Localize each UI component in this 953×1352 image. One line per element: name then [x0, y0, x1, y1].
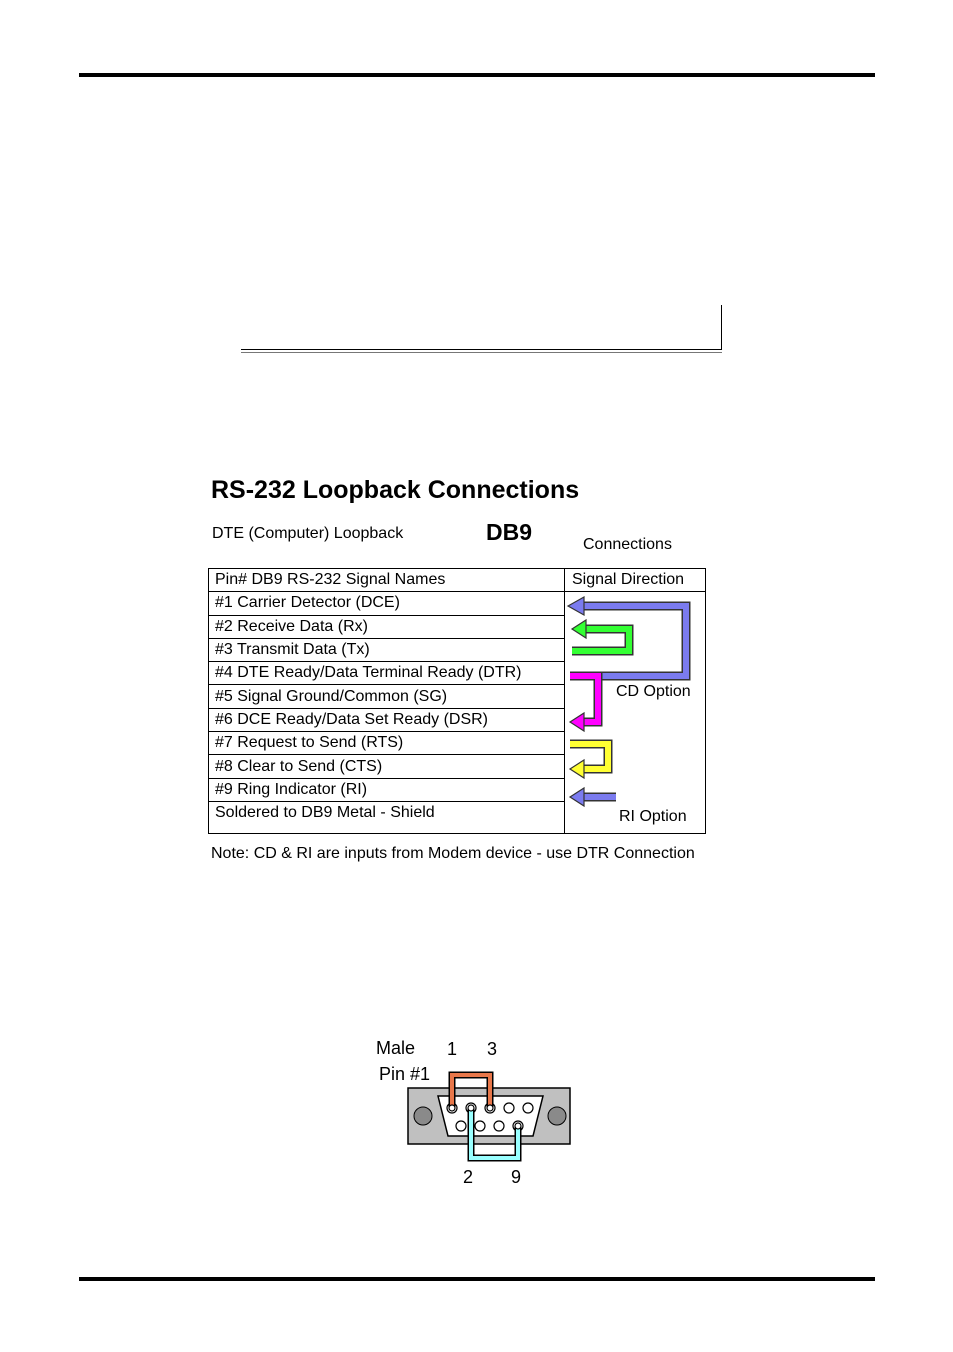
- pin-number-9: 9: [511, 1167, 522, 1187]
- pin-row-6: #6 DCE Ready/Data Set Ready (DSR): [208, 707, 565, 733]
- pin-number-3: 3: [487, 1039, 498, 1059]
- rx-tx-loop-arrow: [570, 618, 634, 656]
- connections-label: Connections: [583, 536, 672, 553]
- table-row: Soldered to DB9 Metal - Shield: [208, 800, 706, 834]
- cd-loop-arrow: [566, 595, 691, 681]
- table-row: #6 DCE Ready/Data Set Ready (DSR): [208, 707, 706, 733]
- pin-number-2: 2: [463, 1167, 474, 1187]
- table-header-row: Pin# DB9 RS-232 Signal Names Signal Dire…: [208, 567, 706, 593]
- pin-row-2: #2 Receive Data (Rx): [208, 614, 565, 639]
- note-text: Note: CD & RI are inputs from Modem devi…: [211, 845, 695, 862]
- ri-arrow: [568, 786, 616, 808]
- male-label: Male: [376, 1038, 416, 1058]
- top-rule: [79, 73, 875, 77]
- bottom-rule: [79, 1277, 875, 1281]
- table-row: #3 Transmit Data (Tx): [208, 637, 706, 663]
- header-pin-names: Pin# DB9 RS-232 Signal Names: [208, 567, 565, 593]
- ri-option-label: RI Option: [619, 808, 687, 825]
- pin-row-9: #9 Ring Indicator (RI): [208, 777, 565, 802]
- signal-direction-arrows: [566, 595, 691, 808]
- pin-row-7: #7 Request to Send (RTS): [208, 731, 565, 756]
- db9-male-connector: [407, 1071, 571, 1162]
- table-row: #7 Request to Send (RTS): [208, 731, 706, 756]
- shield-row: Soldered to DB9 Metal - Shield: [208, 800, 565, 834]
- table-row: #8 Clear to Send (CTS): [208, 754, 706, 779]
- mounting-hole-left: [413, 1106, 433, 1126]
- cd-option-label: CD Option: [616, 683, 691, 700]
- rts-cts-loop-arrow: [568, 739, 613, 780]
- table-row: #4 DTE Ready/Data Terminal Ready (DTR): [208, 661, 706, 686]
- jumper-1-3: [450, 1073, 492, 1108]
- pin-table: Pin# DB9 RS-232 Signal Names Signal Dire…: [208, 567, 706, 834]
- jumper-2-9: [469, 1108, 520, 1160]
- dte-loopback-label: DTE (Computer) Loopback: [212, 525, 404, 542]
- pin-row-3: #3 Transmit Data (Tx): [208, 637, 565, 663]
- mounting-hole-right: [547, 1106, 567, 1126]
- header-signal-direction: Signal Direction: [564, 567, 706, 593]
- db9-label: DB9: [486, 519, 533, 545]
- pin-row-5: #5 Signal Ground/Common (SG): [208, 684, 565, 709]
- pin-row-8: #8 Clear to Send (CTS): [208, 754, 565, 779]
- table-row: #9 Ring Indicator (RI): [208, 777, 706, 802]
- diagram-title: RS-232 Loopback Connections: [211, 476, 580, 504]
- pin-row-1: #1 Carrier Detector (DCE): [208, 591, 565, 616]
- pin-row-4: #4 DTE Ready/Data Terminal Ready (DTR): [208, 661, 565, 686]
- dtr-dsr-loop-arrow: [568, 671, 603, 733]
- pin1-label: Pin #1: [379, 1064, 431, 1084]
- pin-number-1: 1: [447, 1039, 458, 1059]
- empty-frame-box: [241, 305, 722, 353]
